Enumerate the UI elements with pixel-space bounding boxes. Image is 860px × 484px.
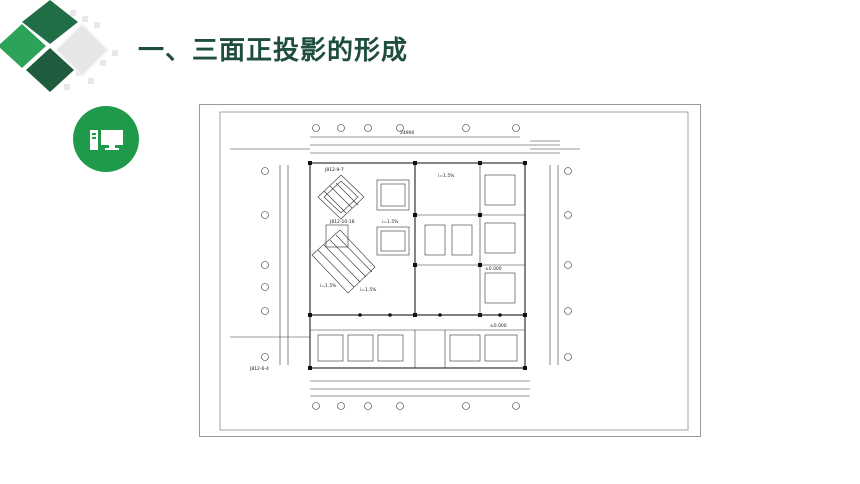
- floor-plan-drawing: J812-9-7 J812-10-18 J812-6-4 i=1.5% i=1.…: [199, 104, 701, 437]
- computer-icon: [73, 106, 139, 172]
- level-label-2: ±0.000: [490, 323, 507, 329]
- total-dimension-label: 24900: [400, 130, 414, 136]
- detail-label-1: J812-9-7: [324, 167, 344, 173]
- slope-label-4: i=1.5%: [360, 287, 377, 293]
- slope-label-1: i=1.5%: [382, 219, 399, 225]
- level-label-1: ±0.000: [485, 266, 502, 272]
- slide-title: 一、三面正投影的形成: [138, 36, 409, 66]
- detail-label-2: J812-10-18: [329, 219, 355, 225]
- slope-label-2: i=1.5%: [438, 173, 455, 179]
- green-diamond-logo: [0, 0, 118, 92]
- detail-label-3: J812-6-4: [249, 366, 269, 372]
- slope-label-3: i=1.5%: [320, 283, 337, 289]
